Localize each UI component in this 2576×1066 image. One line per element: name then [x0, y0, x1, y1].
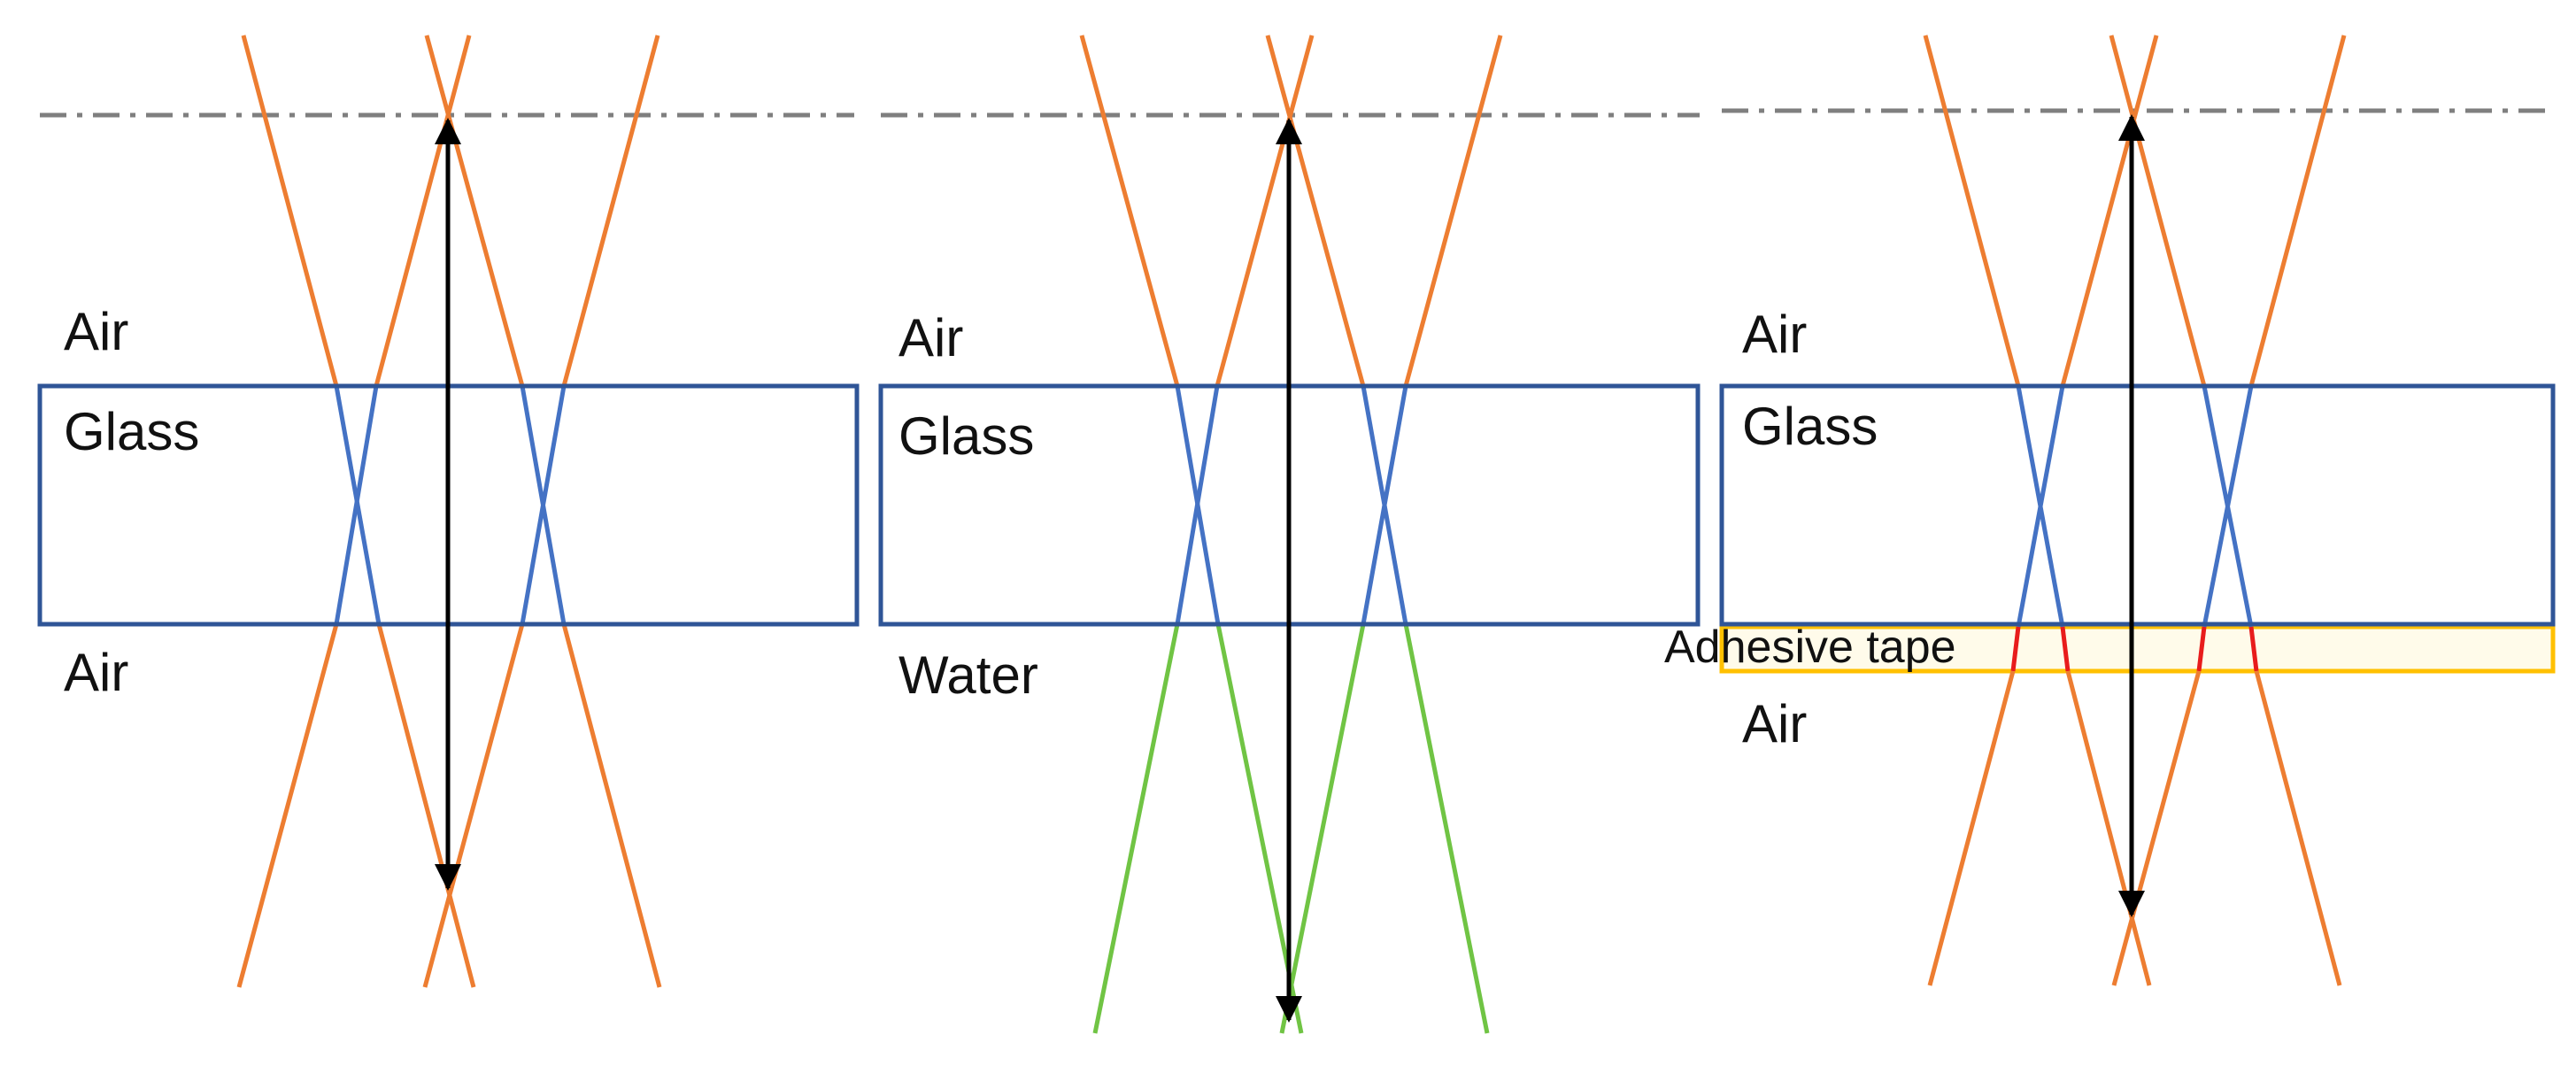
ray — [241, 35, 339, 387]
ray — [334, 385, 379, 625]
ray-group-right — [2109, 35, 2347, 986]
ray — [1403, 623, 1490, 1034]
ray — [520, 385, 567, 625]
medium-above-label: Air — [64, 302, 128, 361]
ray-group-right — [422, 35, 662, 988]
ray — [2111, 670, 2202, 986]
ray — [2196, 626, 2207, 672]
ray — [1279, 623, 1366, 1034]
slab-label: Glass — [1742, 397, 1878, 456]
ray-group-left — [1923, 35, 2159, 986]
ray — [2016, 385, 2065, 628]
ray — [2010, 626, 2021, 672]
ray — [2248, 35, 2347, 387]
ray — [1092, 623, 1180, 1034]
ray — [561, 623, 662, 988]
ray — [2109, 35, 2207, 387]
ray — [2060, 35, 2159, 387]
panel-air-glass-air: Air Glass Air — [37, 35, 860, 988]
ray — [374, 35, 472, 387]
ray — [2202, 385, 2254, 628]
ray — [2248, 626, 2259, 672]
slab-label: Glass — [64, 402, 199, 461]
ray — [2254, 670, 2342, 986]
ray — [2065, 670, 2152, 986]
ray — [1215, 35, 1315, 387]
ray — [1403, 35, 1503, 387]
ray-group-left — [236, 35, 476, 988]
medium-below-label: Air — [1742, 694, 1807, 753]
ray — [561, 35, 660, 387]
ray — [1175, 385, 1220, 625]
ray — [424, 35, 525, 387]
ray-group-right — [1265, 35, 1503, 1034]
ray — [422, 623, 525, 988]
ray — [1361, 385, 1408, 625]
ray — [1923, 35, 2021, 387]
ray — [1265, 35, 1366, 387]
medium-below-label: Water — [899, 645, 1038, 705]
medium-above-label: Air — [1742, 305, 1807, 364]
ray — [376, 623, 476, 988]
panel-air-glass-tape-air: Air Glass Adhesive tape Air — [1664, 35, 2556, 986]
tape-label: Adhesive tape — [1664, 622, 1956, 673]
panel-air-glass-water: Air Glass Water — [878, 35, 1701, 1034]
slab-label: Glass — [899, 406, 1034, 466]
ray — [2060, 626, 2071, 672]
ray-group-left — [1079, 35, 1315, 1034]
ray — [1079, 35, 1180, 387]
medium-above-label: Air — [899, 308, 963, 367]
ray — [236, 623, 339, 988]
ray — [1927, 670, 2016, 986]
medium-below-label: Air — [64, 643, 128, 702]
